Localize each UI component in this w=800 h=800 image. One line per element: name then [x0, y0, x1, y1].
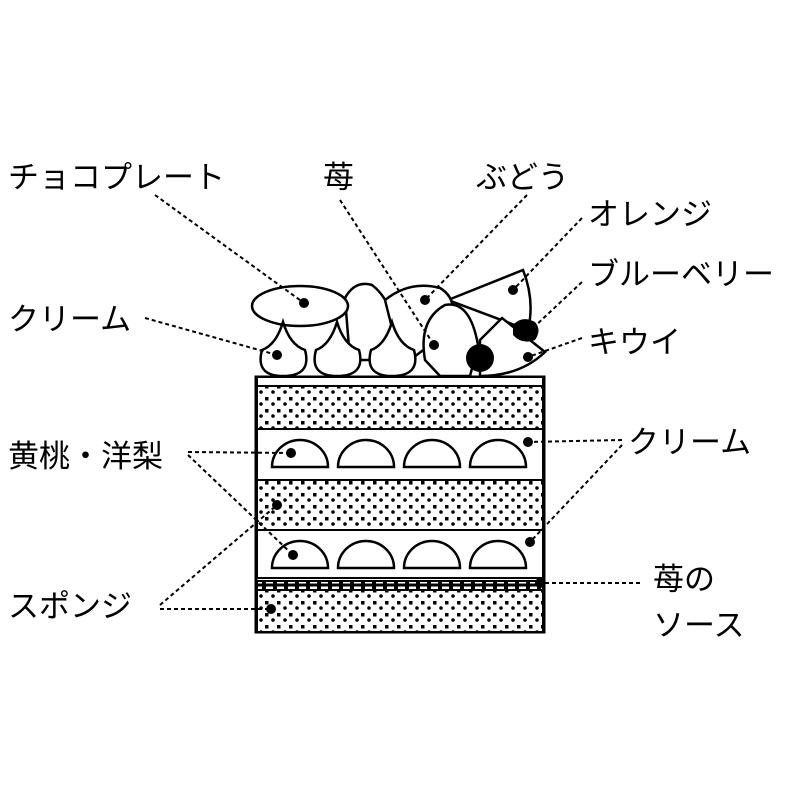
- label-strawberry: 苺: [323, 160, 354, 196]
- sponge-layer-3: [256, 589, 544, 633]
- blueberry-large: [466, 344, 494, 372]
- label-cream-top: クリーム: [8, 302, 131, 338]
- blueberry-small: [513, 319, 539, 342]
- cream-swirl-2: [313, 317, 362, 378]
- cake-body: [254, 375, 546, 634]
- label-grape: ぶどう: [476, 160, 569, 196]
- toppings: [250, 268, 547, 378]
- top-cream-strip: [256, 376, 544, 387]
- peach-pear-row-1: [270, 438, 528, 469]
- leader-lines: [144, 194, 640, 610]
- label-kiwi: キウイ: [588, 325, 681, 361]
- strawberry-front: [422, 303, 480, 378]
- cream-swirl-1: [259, 317, 308, 378]
- label-blueberry: ブルーベリー: [588, 257, 774, 293]
- cream-swirl-3: [368, 317, 417, 378]
- label-strawberry-sauce-line2: ソース: [653, 608, 744, 644]
- sponge-layer-2: [256, 479, 544, 531]
- strawberry-sauce-layer: [256, 580, 544, 591]
- sponge-layer-1: [256, 385, 544, 430]
- label-strawberry-sauce-line1: 苺の: [653, 562, 715, 598]
- label-cream-layers: クリーム: [628, 425, 751, 461]
- label-orange: オレンジ: [588, 197, 712, 233]
- label-chocolate-plate: チョコプレート: [8, 160, 225, 196]
- leader-dots: [266, 285, 545, 614]
- label-sponge: スポンジ: [8, 589, 132, 625]
- label-peach-pear: 黄桃・洋梨: [8, 439, 163, 475]
